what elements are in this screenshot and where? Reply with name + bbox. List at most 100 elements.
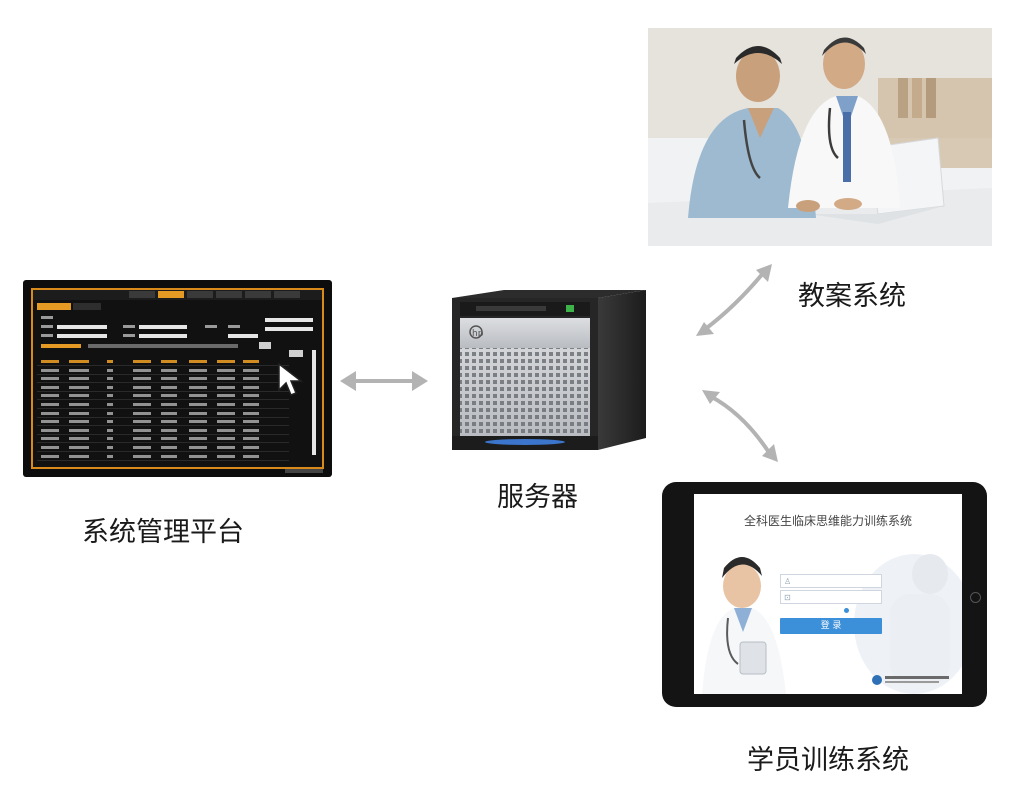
platform-table-cell — [133, 403, 151, 406]
platform-table-cell — [189, 428, 207, 432]
platform-table-header — [37, 358, 289, 366]
platform-table-cell — [107, 428, 113, 432]
platform-table-cell — [69, 403, 89, 406]
platform-table-cell — [41, 360, 59, 363]
platform-table-cell — [189, 360, 207, 363]
remember-toggle[interactable] — [844, 608, 849, 613]
platform-table-cell — [243, 446, 259, 449]
platform-table-row — [37, 392, 289, 401]
platform-table-cell — [69, 394, 89, 398]
platform-form-label — [123, 334, 135, 337]
platform-form-field — [265, 318, 313, 322]
platform-table-row — [37, 418, 289, 427]
platform-table-cell — [217, 454, 235, 458]
platform-table-cell — [133, 385, 151, 389]
platform-table-cell — [189, 437, 207, 441]
platform-table-cell — [107, 394, 113, 398]
platform-subtab — [73, 303, 101, 310]
platform-table-cell — [133, 394, 151, 398]
platform-form-field — [228, 334, 258, 338]
platform-table-cell — [243, 420, 259, 424]
platform-table-cell — [243, 360, 259, 363]
platform-table-cell — [161, 411, 177, 415]
platform-table-cell — [41, 446, 59, 449]
platform-form-field — [57, 334, 107, 338]
platform-table-row — [37, 410, 289, 418]
platform-table-cell — [189, 394, 207, 398]
platform-table-cell — [189, 377, 207, 381]
platform-table-row — [37, 367, 289, 375]
platform-table-cell — [69, 377, 89, 381]
platform-table-cell — [69, 454, 89, 458]
platform-table-cell — [189, 446, 207, 449]
platform-tab — [274, 291, 300, 298]
platform-table-cell — [161, 403, 177, 406]
platform-table-cell — [243, 377, 259, 381]
platform-table-cell — [243, 428, 259, 432]
platform-table-cell — [69, 437, 89, 441]
company-name-lines — [885, 676, 949, 683]
platform-table-cell — [41, 437, 59, 441]
platform-table-cell — [133, 454, 151, 458]
platform-tab — [129, 291, 155, 298]
platform-form-label — [228, 325, 240, 328]
platform-form-field — [57, 325, 107, 329]
password-input[interactable]: ⊡ — [780, 590, 882, 604]
platform-table-cell — [41, 420, 59, 424]
platform-table-cell — [161, 454, 177, 458]
login-background-image — [694, 494, 962, 694]
platform-table-cell — [243, 394, 259, 398]
training-tablet: 全科医生临床思维能力训练系统 ♙ ⊡ 登 录 — [662, 482, 987, 707]
platform-table-cell — [217, 411, 235, 415]
platform-table-cell — [189, 403, 207, 406]
platform-table-row — [37, 427, 289, 435]
platform-table-cell — [41, 403, 59, 406]
platform-table-cell — [41, 454, 59, 458]
double-arrow-icon — [696, 264, 772, 336]
platform-form-field — [139, 325, 187, 329]
platform-form-label — [123, 325, 135, 328]
username-input[interactable]: ♙ — [780, 574, 882, 588]
platform-table-cell — [161, 394, 177, 398]
login-button[interactable]: 登 录 — [780, 618, 882, 634]
platform-table-cell — [133, 437, 151, 441]
platform-table-cell — [69, 428, 89, 432]
platform-search-button — [259, 342, 271, 349]
platform-scrollbar — [312, 350, 316, 455]
platform-table-cell — [161, 385, 177, 389]
platform-table-cell — [217, 394, 235, 398]
platform-table-cell — [41, 394, 59, 398]
platform-table-cell — [243, 411, 259, 415]
teaching-doctors-photo — [648, 28, 992, 246]
platform-table-cell — [161, 437, 177, 441]
platform-table-cell — [161, 360, 177, 363]
caption-teaching-system: 教案系统 — [798, 281, 906, 312]
platform-table-cell — [217, 385, 235, 389]
platform-table-cell — [133, 446, 151, 449]
platform-filter-options — [88, 344, 238, 348]
platform-table-cell — [161, 377, 177, 381]
double-arrow-icon — [702, 390, 778, 462]
company-badge — [872, 674, 952, 686]
platform-table-cell — [189, 411, 207, 415]
company-logo-icon — [872, 675, 882, 685]
platform-tab-bar — [33, 290, 322, 300]
platform-table-cell — [41, 377, 59, 381]
platform-table-cell — [69, 385, 89, 389]
platform-table-cell — [243, 385, 259, 389]
platform-table-cell — [133, 368, 151, 372]
platform-table-cell — [107, 377, 113, 381]
user-icon: ♙ — [784, 577, 792, 586]
platform-table-cell — [217, 403, 235, 406]
platform-table-cell — [243, 368, 259, 372]
platform-form-field — [265, 327, 313, 331]
platform-table-cell — [189, 385, 207, 389]
tablet-home-button — [970, 592, 981, 603]
server-illustration: hp — [452, 290, 646, 450]
management-platform-screen — [31, 288, 324, 469]
platform-form-field — [139, 334, 187, 338]
platform-table-cell — [189, 368, 207, 372]
platform-form-label — [41, 325, 53, 328]
caption-training-system: 学员训练系统 — [747, 745, 909, 776]
platform-table-cell — [41, 385, 59, 389]
